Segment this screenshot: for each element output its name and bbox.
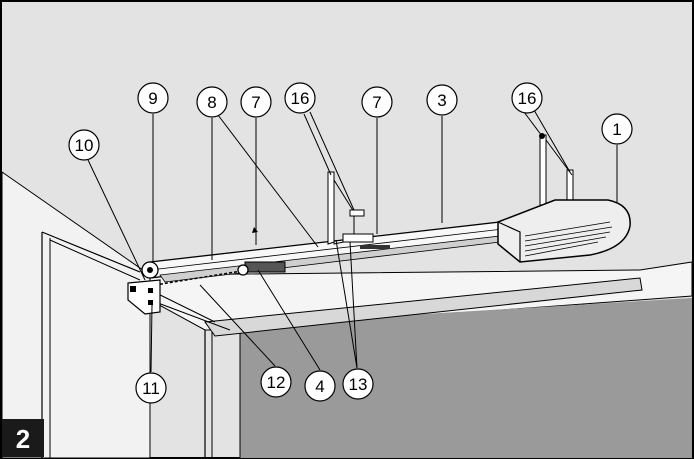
- callout-12: 12: [260, 366, 292, 398]
- header-edge: [149, 299, 231, 331]
- leader-lines: [87, 109, 618, 373]
- motor-unit: [497, 199, 631, 263]
- header-rail: [204, 277, 643, 337]
- callout-7-left: 7: [240, 86, 272, 118]
- callout-7-right: 7: [361, 86, 393, 118]
- hanger-right-diagonal: [545, 139, 573, 176]
- carriage: [244, 261, 286, 273]
- figure-number: 2: [16, 424, 30, 454]
- svg-text:7: 7: [372, 93, 381, 112]
- svg-text:3: 3: [437, 91, 446, 110]
- motor-front-edge: [497, 221, 521, 262]
- callout-16-right: 16: [511, 82, 543, 114]
- bracket-hole-3: [148, 300, 153, 305]
- svg-text:4: 4: [315, 377, 324, 396]
- rail-track-midline: [149, 228, 504, 271]
- hanger-left-foot: [349, 209, 365, 217]
- svg-text:9: 9: [148, 89, 157, 108]
- rail-bracket-mid: [342, 233, 374, 243]
- rail-clip: [360, 245, 390, 249]
- callout-9: 9: [137, 82, 169, 114]
- callout-10: 10: [68, 129, 100, 161]
- callout-13: 13: [342, 368, 374, 400]
- svg-text:12: 12: [267, 373, 286, 392]
- carriage-wheel: [237, 264, 249, 276]
- bracket-hole-1: [130, 286, 136, 292]
- svg-text:1: 1: [612, 120, 621, 139]
- svg-text:7: 7: [251, 93, 260, 112]
- callout-3: 3: [426, 84, 458, 116]
- svg-text:10: 10: [75, 136, 94, 155]
- door-frame-top-inner: [49, 239, 141, 281]
- hanger-left-vertical: [327, 171, 335, 245]
- svg-text:11: 11: [142, 379, 160, 398]
- svg-text:16: 16: [518, 89, 537, 108]
- rail-chain: [154, 267, 261, 286]
- back-wall: [240, 298, 692, 458]
- svg-text:8: 8: [207, 93, 216, 112]
- door-frame-top: [41, 231, 141, 273]
- callout-4: 4: [304, 370, 336, 402]
- hanger-right-vertical: [539, 134, 547, 206]
- svg-text:16: 16: [291, 89, 310, 108]
- figure-number-badge: 2: [2, 419, 44, 457]
- callout-11: 11: [135, 372, 167, 404]
- motor-vents: [524, 221, 613, 257]
- front-pulley-hub: [147, 267, 153, 273]
- svg-text:13: 13: [349, 375, 368, 394]
- callout-8: 8: [196, 86, 228, 118]
- callout-16-left: 16: [284, 82, 316, 114]
- left-wall: [1, 171, 151, 459]
- header-edge-2: [149, 289, 216, 323]
- callout-1: 1: [601, 113, 633, 145]
- bracket-hole-2: [148, 288, 153, 293]
